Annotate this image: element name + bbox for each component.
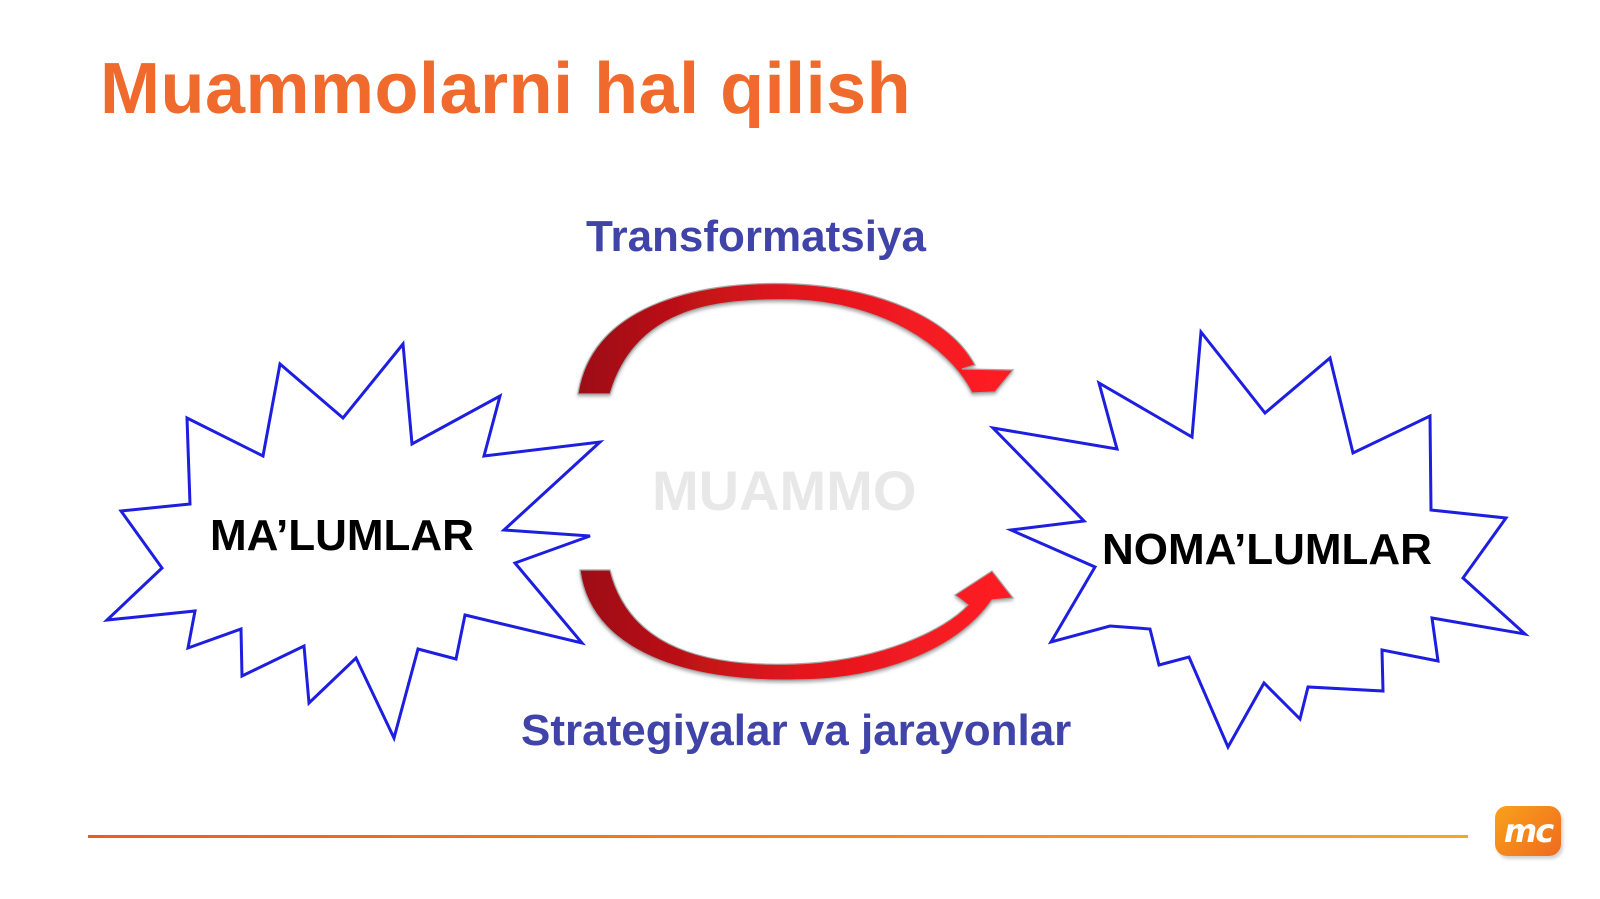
- unknowns-label: NOMA’LUMLAR: [1102, 525, 1432, 574]
- strategy-arrow-bottom: [579, 569, 1015, 681]
- strategies-label: Strategiyalar va jarayonlar: [521, 706, 1072, 755]
- left-starburst-shape: [102, 340, 605, 743]
- center-watermark-label: MUAMMO: [652, 459, 917, 522]
- brand-logo-text: mc: [1503, 812, 1554, 850]
- slide-title: Muammolarni hal qilish: [100, 49, 912, 129]
- brand-logo: mc: [1495, 806, 1561, 856]
- right-starburst-shape: [988, 328, 1530, 751]
- transformation-label: Transformatsiya: [586, 212, 926, 261]
- footer-divider: [88, 835, 1468, 838]
- transformation-arrow-top: [577, 282, 1015, 395]
- known-data-label: MA’LUMLAR: [210, 511, 474, 560]
